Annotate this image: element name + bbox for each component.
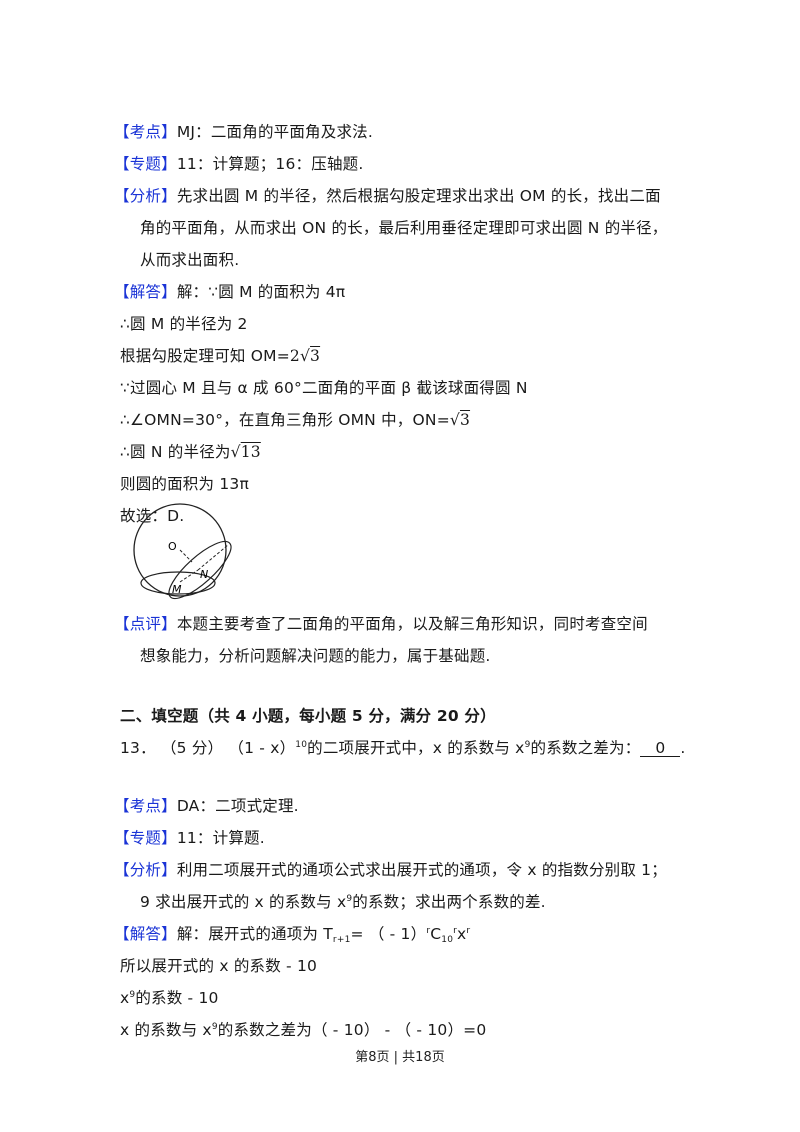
combination-c: C: [430, 925, 442, 943]
q13-exponent-2: 9: [524, 740, 531, 750]
exponent: 9: [129, 990, 136, 1000]
sphere-figure: O M N: [120, 500, 240, 605]
step-2-end: 的系数 - 10: [135, 989, 219, 1007]
fenxi-tag: 【分析】: [114, 861, 177, 879]
jieda-step-5: ∴圆 N 的半径为√13: [120, 442, 261, 462]
q13-stem-mid: 的二项展开式中，x 的系数与 x: [307, 739, 525, 757]
q13-answer-blank: 0: [640, 740, 681, 757]
kaodian-tag: 【考点】: [114, 797, 177, 815]
zhuanti-text: 11：计算题.: [176, 829, 265, 847]
exponent: 9: [211, 1022, 218, 1032]
c-subscript: 10: [441, 935, 454, 945]
q13-jieda: 【解答】解：展开式的通项为 Tr+1= （ - 1）rC10rxr: [114, 924, 471, 945]
jieda-pre: 解：展开式的通项为 T: [176, 925, 333, 943]
fenxi-line-2-end: 的系数；求出两个系数的差.: [352, 893, 546, 911]
sqrt-expression: 2√3: [289, 347, 321, 365]
q13-zhuanti: 【专题】11：计算题.: [114, 828, 265, 848]
jieda-step-6: 则圆的面积为 13π: [120, 475, 249, 493]
step-5-text: ∴圆 N 的半径为: [120, 443, 231, 461]
fenxi-line-1: 利用二项展开式的通项公式求出展开式的通项，令 x 的指数分别取 1；: [176, 861, 667, 879]
r-exponent: r: [426, 926, 431, 936]
q12-jieda: 【解答】解：∵圆 M 的面积为 4π: [114, 282, 346, 302]
jieda-step-4: ∴∠OMN=30°，在直角三角形 OMN 中，ON=√3: [120, 410, 470, 430]
fenxi-line-2: 角的平面角，从而求出 ON 的长，最后利用垂径定理即可求出圆 N 的半径，: [140, 219, 668, 237]
q13-stem-end: 的系数之差为：: [530, 739, 641, 757]
sqrt-expression: √13: [230, 443, 261, 461]
jieda-first: 解：∵圆 M 的面积为 4π: [176, 283, 346, 301]
radicand: 3: [310, 347, 321, 365]
jieda-step-1: ∴圆 M 的半径为 2: [120, 315, 248, 333]
q12-kaodian: 【考点】MJ：二面角的平面角及求法.: [114, 122, 373, 142]
kaodian-text: DA：二项式定理.: [176, 797, 299, 815]
q12-dianping: 【点评】本题主要考查了二面角的平面角，以及解三角形知识，同时考查空间: [114, 614, 648, 634]
dianping-line-2: 想象能力，分析问题解决问题的能力，属于基础题.: [140, 647, 491, 665]
q12-zhuanti: 【专题】11：计算题；16：压轴题.: [114, 154, 364, 174]
q13-score: （5 分）: [160, 739, 224, 757]
label-o: O: [168, 540, 177, 553]
jieda-eq: = （ - 1）: [350, 925, 427, 943]
section-2-title: 二、填空题（共 4 小题，每小题 5 分，满分 20 分）: [120, 707, 496, 725]
fenxi-line-3: 从而求出面积.: [140, 251, 240, 269]
sphere-diagram-icon: O M N: [133, 503, 232, 600]
label-m: M: [172, 583, 182, 596]
q13-step-1: 所以展开式的 x 的系数 - 10: [120, 957, 318, 975]
t-subscript: r+1: [332, 935, 351, 945]
jieda-tag: 【解答】: [114, 283, 177, 301]
dianping-tag: 【点评】: [114, 615, 177, 633]
fenxi-tag: 【分析】: [114, 187, 177, 205]
c-superscript: r: [453, 926, 458, 936]
zhuanti-tag: 【专题】: [114, 829, 177, 847]
q13-step-2: x9的系数 - 10: [120, 988, 219, 1008]
jieda-step-3: ∵过圆心 M 且与 α 成 60°二面角的平面 β 截该球面得圆 N: [120, 379, 528, 397]
fenxi-line-1: 先求出圆 M 的半径，然后根据勾股定理求出求出 OM 的长，找出二面: [176, 187, 661, 205]
sqrt-expression: √3: [449, 411, 471, 429]
q13-kaodian: 【考点】DA：二项式定理.: [114, 796, 299, 816]
q13-exponent: 10: [295, 740, 308, 750]
coefficient: 2: [289, 347, 300, 365]
page-footer: 第8页 | 共18页: [355, 1050, 445, 1065]
kaodian-text: MJ：二面角的平面角及求法.: [176, 123, 373, 141]
q13-stem: 13． （5 分） （1 - x）10的二项展开式中，x 的系数与 x9的系数之…: [120, 738, 686, 758]
q12-fenxi: 【分析】先求出圆 M 的半径，然后根据勾股定理求出求出 OM 的长，找出二面: [114, 186, 661, 206]
radicand: 3: [459, 411, 471, 429]
x-var: x: [120, 989, 130, 1007]
dianping-line-1: 本题主要考查了二面角的平面角，以及解三角形知识，同时考查空间: [176, 615, 648, 633]
zhuanti-text: 11：计算题；16：压轴题.: [176, 155, 364, 173]
exponent: 9: [346, 894, 353, 904]
zhuanti-tag: 【专题】: [114, 155, 177, 173]
label-n: N: [200, 568, 208, 581]
radicand: 13: [240, 443, 261, 461]
q13-period: .: [680, 739, 686, 757]
q13-fenxi-line-2: 9 求出展开式的 x 的系数与 x9的系数；求出两个系数的差.: [140, 892, 546, 912]
x-exponent: r: [466, 926, 471, 936]
jieda-step-2: 根据勾股定理可知 OM=2√3: [120, 346, 320, 366]
kaodian-tag: 【考点】: [114, 123, 177, 141]
jieda-tag: 【解答】: [114, 925, 177, 943]
x-var: x: [457, 925, 467, 943]
q13-base: （1 - x）: [228, 739, 296, 757]
step-3-pre: x 的系数与 x: [120, 1021, 212, 1039]
q13-number: 13．: [120, 739, 156, 757]
fenxi-line-2-pre: 9 求出展开式的 x 的系数与 x: [140, 893, 347, 911]
step-4-text: ∴∠OMN=30°，在直角三角形 OMN 中，ON=: [120, 411, 450, 429]
step-3-end: 的系数之差为（ - 10） - （ - 10）=0: [217, 1021, 487, 1039]
step-2-text: 根据勾股定理可知 OM=: [120, 347, 290, 365]
q13-step-3: x 的系数与 x9的系数之差为（ - 10） - （ - 10）=0: [120, 1020, 486, 1040]
q13-fenxi: 【分析】利用二项展开式的通项公式求出展开式的通项，令 x 的指数分别取 1；: [114, 860, 667, 880]
jieda-step-7: 故选：D.: [120, 507, 185, 525]
